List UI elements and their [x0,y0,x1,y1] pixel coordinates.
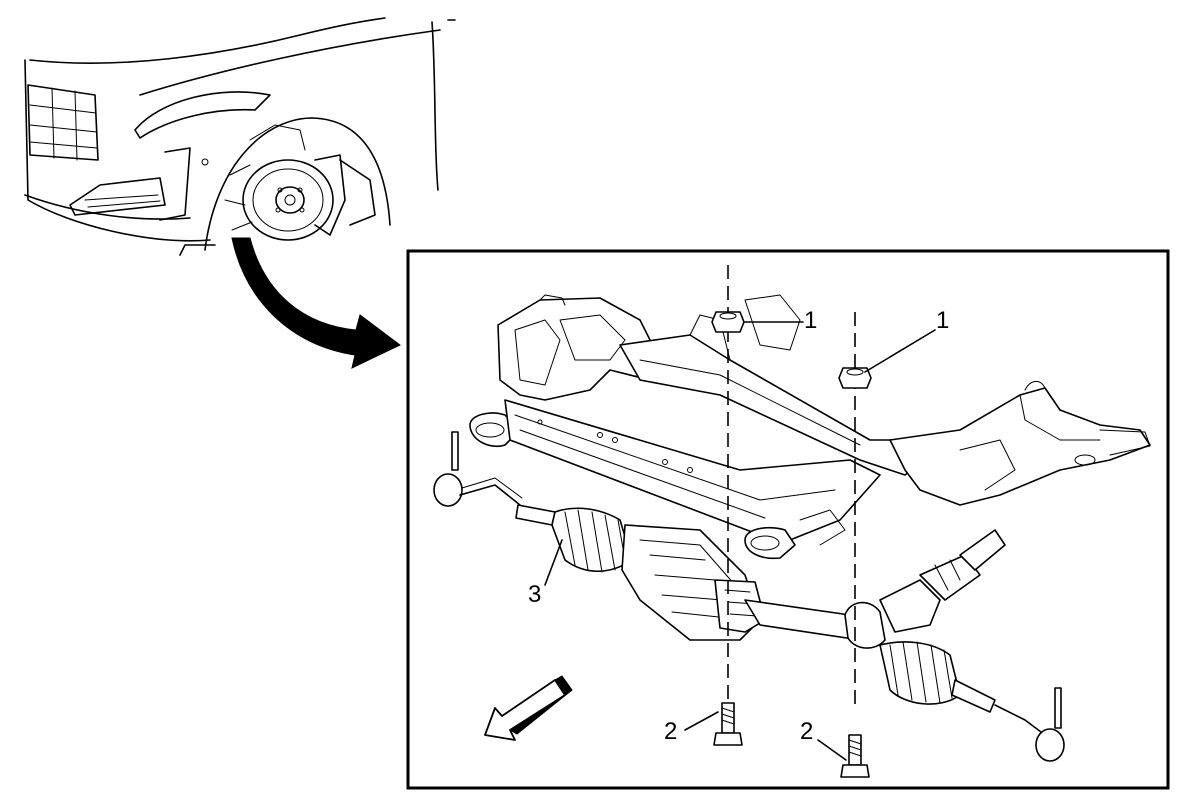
nut-left [711,311,745,333]
vehicle-front-view [24,17,456,256]
bolt-right [840,734,870,778]
callout-leaders [544,321,936,761]
front-direction-arrow-icon [484,675,573,741]
detail-frame [406,249,1170,790]
callout-nut-right: 1 [936,307,950,334]
curved-arrow-icon [231,237,401,369]
steering-gear [433,431,1065,762]
nut-right [838,367,872,389]
callout-steering-gear: 3 [528,581,542,608]
callout-bolt-left: 2 [664,718,678,745]
bolt-left [713,702,743,746]
callout-bolt-right: 2 [800,718,814,745]
callout-nut-left: 1 [804,307,818,334]
front-subframe [469,294,1151,560]
